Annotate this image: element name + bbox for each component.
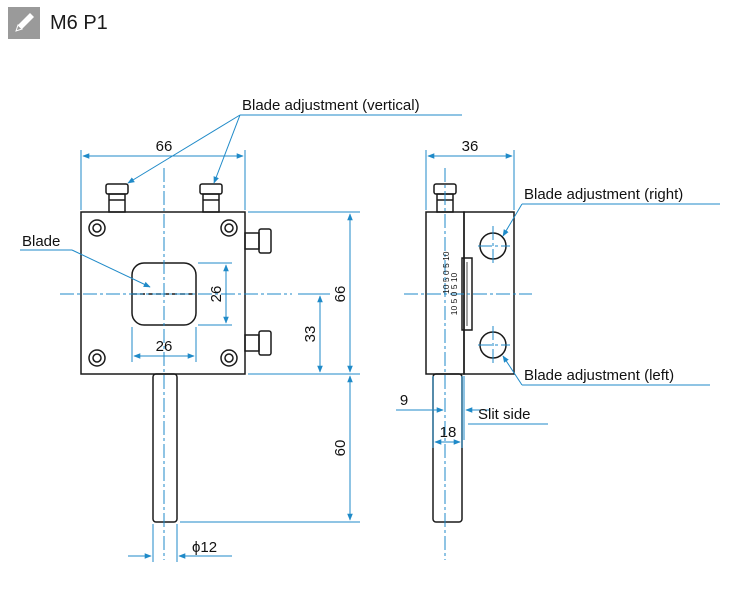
page-title: M6 P1	[50, 11, 108, 34]
dim-slit-offset: 9	[400, 392, 408, 409]
screw-top-left	[88, 219, 106, 237]
dimension-lines	[20, 114, 720, 562]
dim-center-offset: 33	[302, 326, 319, 343]
side-body-back	[463, 211, 515, 375]
label-blade: Blade	[22, 233, 60, 250]
scale-lower: 10 5 0 5 10	[441, 251, 451, 294]
label-blade-adj-right: Blade adjustment (right)	[524, 186, 683, 203]
header: M6 P1	[8, 6, 108, 40]
adjuster-vertical-left	[105, 183, 129, 213]
front-view	[80, 183, 272, 523]
dim-rod-length: 60	[332, 440, 349, 457]
side-view	[425, 183, 515, 523]
scale-upper: 10 5 0 5 10	[449, 272, 459, 315]
pencil-badge-icon	[8, 7, 40, 39]
front-rod	[152, 373, 178, 523]
dim-front-width: 66	[156, 138, 173, 155]
dim-rod-width-side: 18	[440, 424, 457, 441]
screw-top-right	[220, 219, 238, 237]
dim-front-height: 66	[332, 286, 349, 303]
screw-bottom-right	[220, 349, 238, 367]
label-slit-side: Slit side	[478, 406, 531, 423]
adjuster-vertical-right	[199, 183, 223, 213]
dim-side-width: 36	[462, 138, 479, 155]
adjuster-side-upper	[244, 228, 272, 254]
dim-aperture-width: 26	[156, 338, 173, 355]
side-rod	[432, 373, 463, 523]
dim-rod-diameter: ϕ12	[192, 539, 217, 556]
label-blade-adj-vertical: Blade adjustment (vertical)	[242, 97, 420, 114]
label-blade-adj-left: Blade adjustment (left)	[524, 367, 674, 384]
adjuster-side-lower	[244, 330, 272, 356]
screw-bottom-left	[88, 349, 106, 367]
dim-aperture-height: 26	[208, 286, 225, 303]
